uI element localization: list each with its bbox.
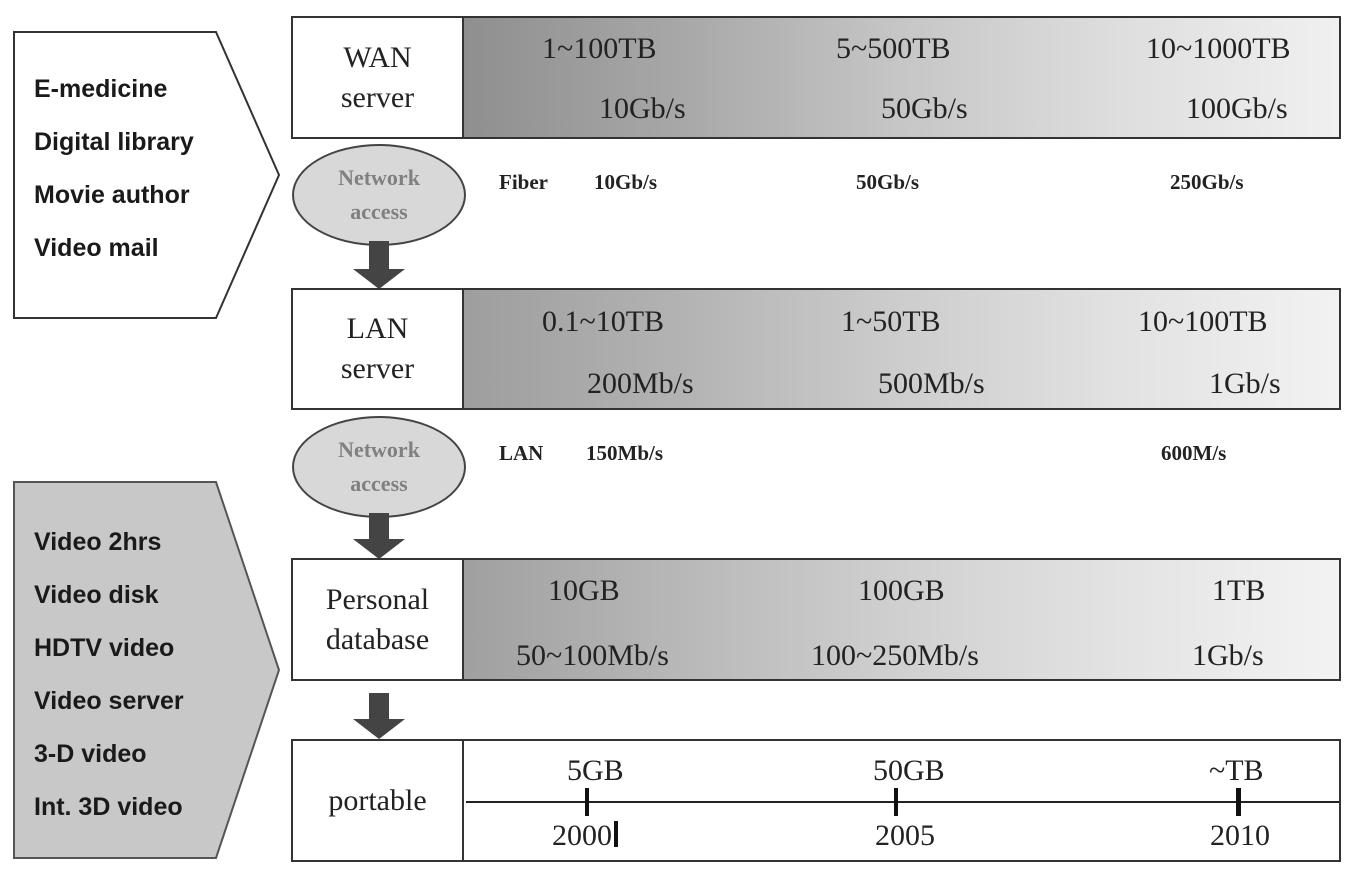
wan-speed-2010: 100Gb/s xyxy=(1186,92,1288,125)
timeline-tick-2005 xyxy=(894,788,898,816)
fiber-speed-2000: 10Gb/s xyxy=(594,170,658,194)
portable-capacity-2000: 5GB xyxy=(567,754,624,787)
lan-link-speed-2000: 150Mb/s xyxy=(586,441,664,465)
lan-speed-2005: 500Mb/s xyxy=(878,367,985,400)
wan-capacity-2010: 10~1000TB xyxy=(1146,32,1291,65)
portable-capacity-2005: 50GB xyxy=(873,754,945,787)
down-arrow-2 xyxy=(353,513,405,559)
app-item: E-medicine xyxy=(34,75,168,103)
fiber-label: Fiber xyxy=(499,170,548,194)
down-arrow-1 xyxy=(353,241,405,289)
top-application-list: E-medicine Digital library Movie author … xyxy=(34,63,194,275)
app-item: Video disk xyxy=(34,581,159,609)
timeline-tick-2010 xyxy=(1236,788,1241,816)
wan-gradient-bar xyxy=(464,18,1339,137)
personal-speed-2010: 1Gb/s xyxy=(1192,639,1264,672)
lan-capacity-2005: 1~50TB xyxy=(841,305,941,338)
lan-gradient-bar xyxy=(464,290,1339,408)
app-item: Video mail xyxy=(34,234,159,262)
app-item: Video 2hrs xyxy=(34,528,162,556)
callout-shapes xyxy=(13,31,281,859)
portable-label: portable xyxy=(293,741,464,860)
wan-speed-2000: 10Gb/s xyxy=(599,92,686,125)
app-item: Movie author xyxy=(34,181,190,209)
personal-capacity-2010: 1TB xyxy=(1212,574,1266,607)
portable-year-2010: 2010 xyxy=(1210,819,1270,852)
down-arrow-3 xyxy=(353,693,405,739)
lan-speed-2000: 200Mb/s xyxy=(587,367,694,400)
portable-capacity-2010: ~TB xyxy=(1209,754,1264,787)
app-item: Int. 3D video xyxy=(34,793,183,821)
lan-capacity-2000: 0.1~10TB xyxy=(542,305,665,338)
portable-year-2005: 2005 xyxy=(875,819,935,852)
lan-capacity-2010: 10~100TB xyxy=(1138,305,1268,338)
lan-link-speed-2010: 600M/s xyxy=(1161,441,1227,465)
fiber-speed-2005: 50Gb/s xyxy=(856,170,920,194)
app-item: Digital library xyxy=(34,128,194,156)
timeline-tick-mark-2000 xyxy=(614,821,618,847)
app-item: 3-D video xyxy=(34,740,147,768)
wan-capacity-2000: 1~100TB xyxy=(542,32,657,65)
personal-capacity-2005: 100GB xyxy=(858,574,945,607)
wan-speed-2005: 50Gb/s xyxy=(881,92,968,125)
personal-capacity-2000: 10GB xyxy=(548,574,620,607)
app-item: Video server xyxy=(34,687,184,715)
portable-tier: portable 5GB 50GB ~TB 2000 2005 2010 xyxy=(291,739,1341,862)
personal-speed-2005: 100~250Mb/s xyxy=(811,639,979,672)
lan-link-label: LAN xyxy=(499,441,544,465)
bottom-callout xyxy=(13,481,281,859)
personal-gradient-bar xyxy=(464,560,1339,679)
fiber-speed-2010: 250Gb/s xyxy=(1170,170,1244,194)
lan-speed-2010: 1Gb/s xyxy=(1209,367,1281,400)
top-callout xyxy=(13,31,281,319)
app-item: HDTV video xyxy=(34,634,175,662)
bottom-application-list: Video 2hrs Video disk HDTV video Video s… xyxy=(34,516,184,834)
wan-capacity-2005: 5~500TB xyxy=(836,32,951,65)
timeline xyxy=(466,788,1339,847)
timeline-tick-2000 xyxy=(585,788,589,816)
portable-year-2000: 2000 xyxy=(552,819,612,852)
personal-speed-2000: 50~100Mb/s xyxy=(516,639,669,672)
